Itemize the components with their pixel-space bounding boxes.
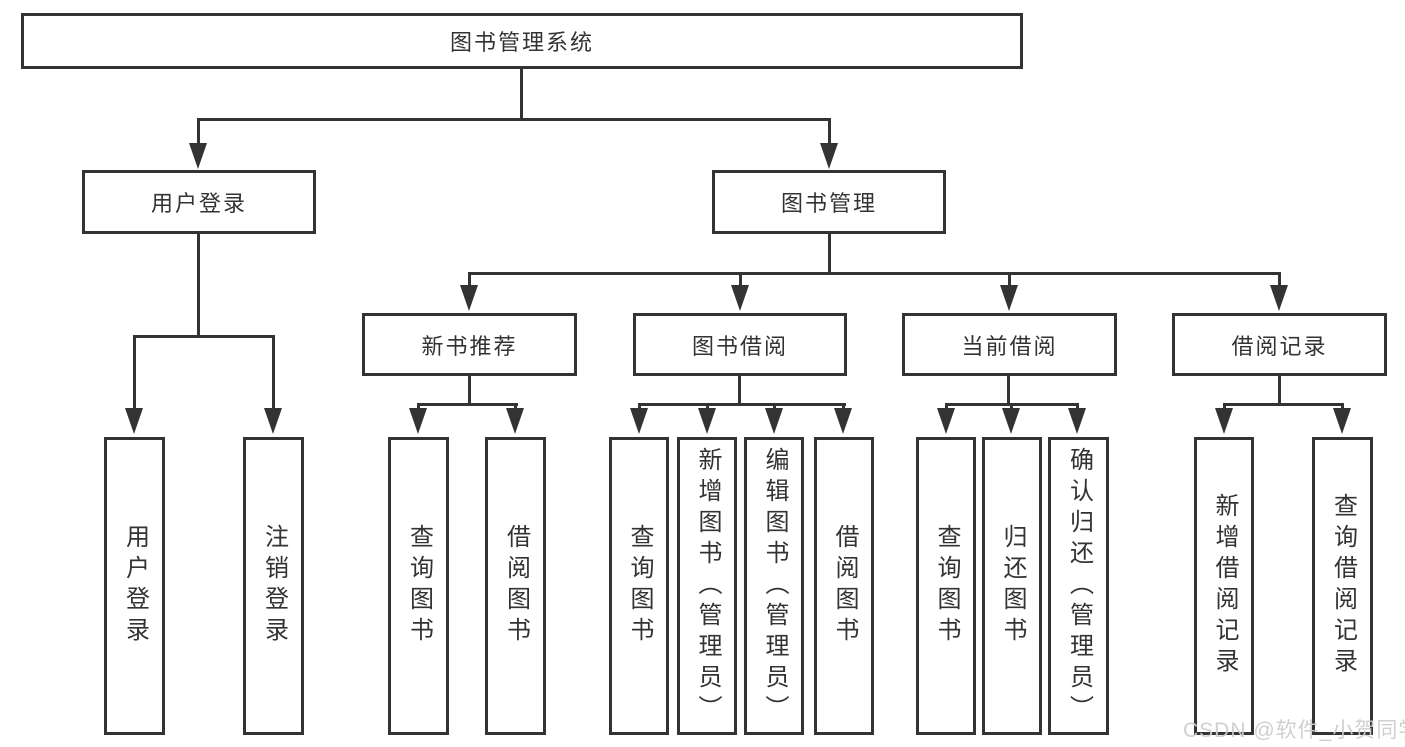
- connector-line: [945, 403, 948, 411]
- leaf-query-books-recommend: 查询图书: [388, 437, 449, 735]
- connector-line: [706, 403, 709, 411]
- arrow-down-icon: [1333, 408, 1351, 434]
- connector-line: [739, 272, 742, 288]
- leaf-query-borrowing-record: 查询借阅记录: [1312, 437, 1373, 735]
- leaf-add-books-admin: 新增图书（管理员）: [677, 437, 737, 735]
- connector-line: [842, 403, 845, 411]
- node-current-borrowing: 当前借阅: [902, 313, 1117, 376]
- connector-line: [1341, 403, 1344, 411]
- arrow-down-icon: [1000, 285, 1018, 311]
- arrow-down-icon: [731, 285, 749, 311]
- connector-line: [1010, 403, 1013, 411]
- connector-line: [468, 376, 471, 406]
- connector-line: [1008, 272, 1011, 288]
- leaf-query-books-borrowing: 查询图书: [609, 437, 669, 735]
- node-borrowing-records: 借阅记录: [1172, 313, 1387, 376]
- connector-line: [1007, 376, 1010, 406]
- connector-line: [514, 403, 517, 411]
- connector-line: [738, 376, 741, 406]
- leaf-return-books: 归还图书: [982, 437, 1042, 735]
- connector-line: [1278, 272, 1281, 288]
- arrow-down-icon: [409, 408, 427, 434]
- connector-line: [638, 403, 846, 406]
- leaf-borrow-books: 借阅图书: [814, 437, 874, 735]
- connector-line: [828, 234, 831, 275]
- connector-line: [773, 403, 776, 411]
- arrow-down-icon: [1002, 408, 1020, 434]
- connector-line: [197, 234, 200, 338]
- arrow-down-icon: [189, 143, 207, 169]
- node-book-management-system: 图书管理系统: [21, 13, 1023, 69]
- arrow-down-icon: [765, 408, 783, 434]
- connector-line: [468, 272, 1281, 275]
- arrow-down-icon: [937, 408, 955, 434]
- connector-line: [133, 335, 136, 410]
- arrow-down-icon: [506, 408, 524, 434]
- arrow-down-icon: [834, 408, 852, 434]
- arrow-down-icon: [264, 408, 282, 434]
- leaf-borrow-books-recommend: 借阅图书: [485, 437, 546, 735]
- connector-line: [417, 403, 518, 406]
- node-user-login: 用户登录: [82, 170, 316, 234]
- connector-line: [197, 118, 200, 146]
- arrow-down-icon: [630, 408, 648, 434]
- connector-line: [1076, 403, 1079, 411]
- node-book-management: 图书管理: [712, 170, 946, 234]
- connector-line: [133, 335, 275, 338]
- arrow-down-icon: [1270, 285, 1288, 311]
- arrow-down-icon: [1215, 408, 1233, 434]
- leaf-query-books-current: 查询图书: [916, 437, 976, 735]
- leaf-logout: 注销登录: [243, 437, 304, 735]
- leaf-edit-books-admin: 编辑图书（管理员）: [744, 437, 804, 735]
- connector-line: [272, 335, 275, 410]
- leaf-user-login: 用户登录: [104, 437, 165, 735]
- node-book-borrowing: 图书借阅: [633, 313, 847, 376]
- connector-line: [468, 272, 471, 288]
- connector-line: [197, 118, 831, 121]
- leaf-add-borrowing-record: 新增借阅记录: [1194, 437, 1254, 735]
- arrow-down-icon: [460, 285, 478, 311]
- arrow-down-icon: [698, 408, 716, 434]
- arrow-down-icon: [125, 408, 143, 434]
- node-new-book-recommendation: 新书推荐: [362, 313, 577, 376]
- connector-line: [1223, 403, 1344, 406]
- connector-line: [1278, 376, 1281, 406]
- connector-line: [1223, 403, 1226, 411]
- connector-line: [520, 68, 523, 120]
- leaf-confirm-return-admin: 确认归还（管理员）: [1048, 437, 1109, 735]
- connector-line: [828, 118, 831, 146]
- connector-line: [638, 403, 641, 411]
- arrow-down-icon: [820, 143, 838, 169]
- connector-line: [417, 403, 420, 411]
- csdn-watermark: CSDN @软件_小贺同学: [1183, 719, 1405, 742]
- arrow-down-icon: [1068, 408, 1086, 434]
